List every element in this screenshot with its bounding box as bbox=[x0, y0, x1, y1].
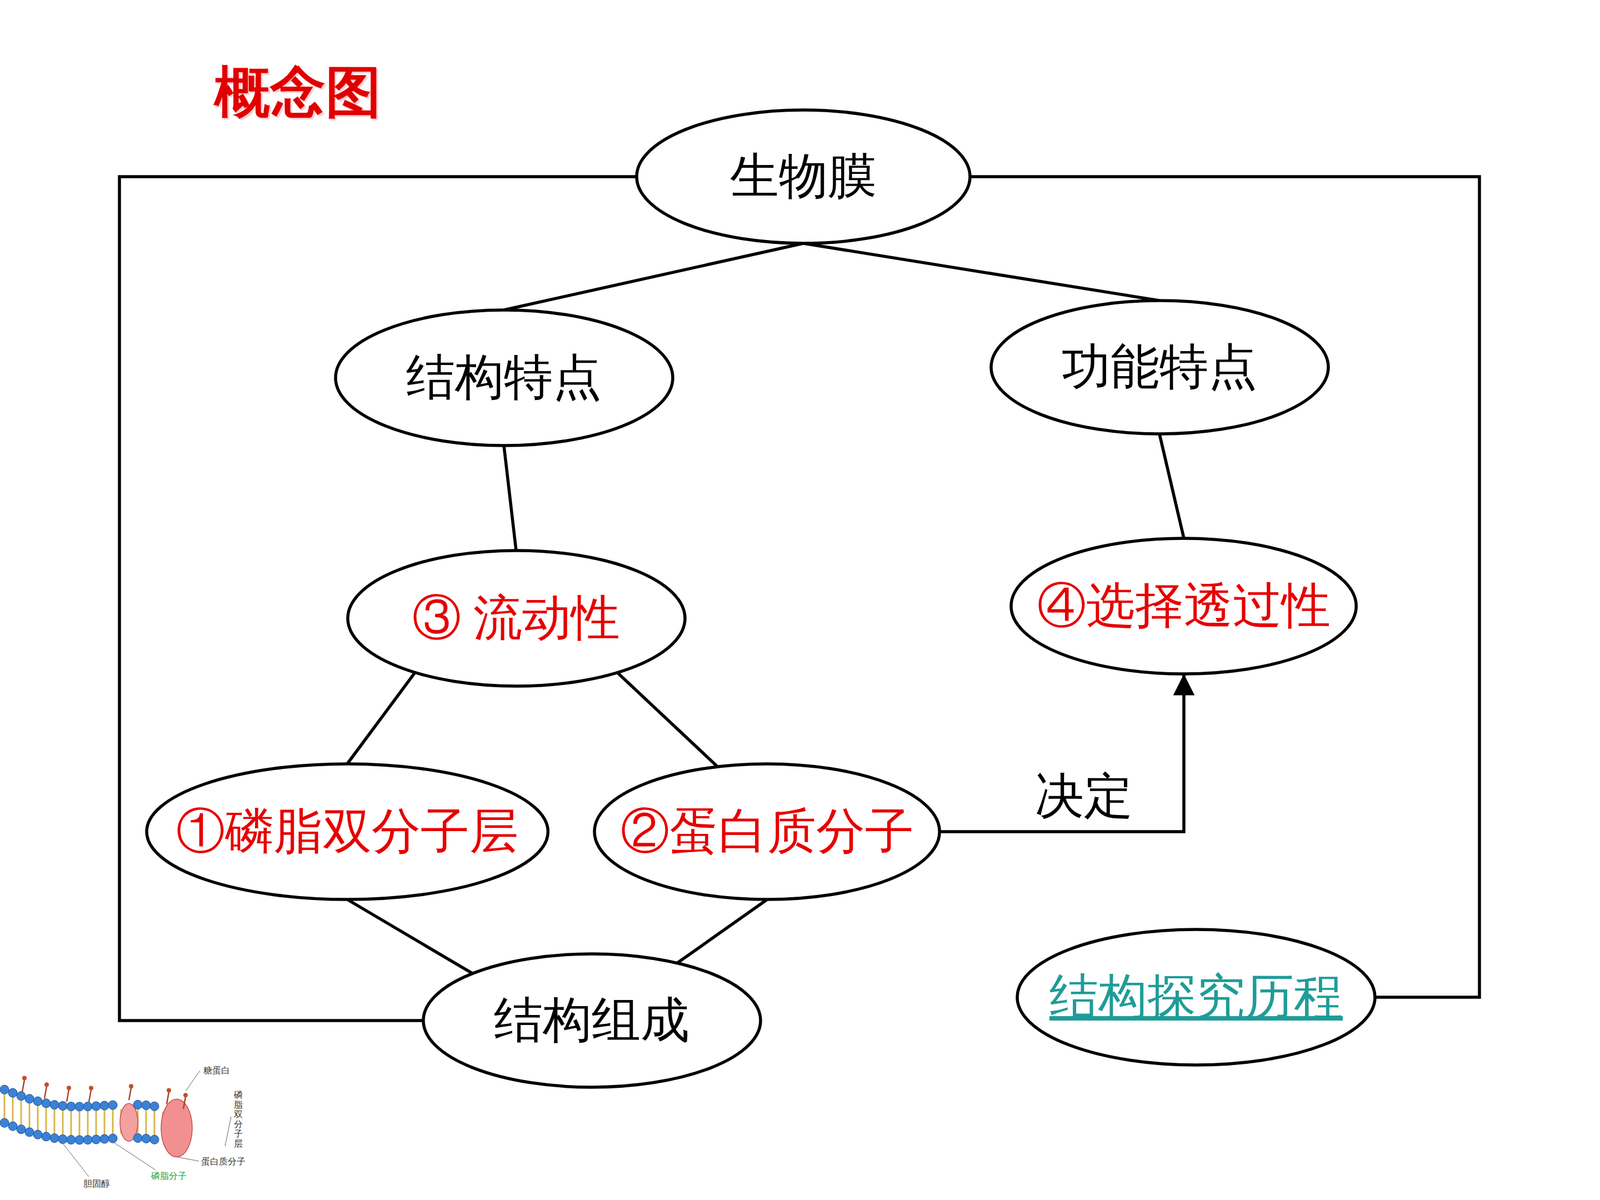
connector bbox=[940, 673, 1184, 832]
node-text: ①磷脂双分子层 bbox=[176, 805, 519, 859]
concept-ellipse: ③ 流动性 bbox=[346, 548, 687, 688]
connector bbox=[970, 176, 1480, 998]
node-text: 生物膜 bbox=[730, 150, 877, 204]
part-label: 磷脂分子 bbox=[151, 1171, 187, 1182]
concept-ellipse: 结构特点 bbox=[333, 308, 675, 448]
connector bbox=[803, 243, 1160, 301]
node-text: ④选择透过性 bbox=[1037, 579, 1331, 634]
edge-label: 决定 bbox=[1035, 770, 1133, 824]
node-text: ③ 流动性 bbox=[412, 591, 620, 646]
node-text: ②蛋白质分子 bbox=[620, 805, 914, 859]
concept-ellipse: 功能特点 bbox=[989, 298, 1330, 436]
page-title: 概念图 bbox=[214, 62, 382, 124]
part-label: 胆固醇 bbox=[83, 1178, 110, 1189]
connector bbox=[677, 899, 768, 964]
concept-ellipse: 结构组成 bbox=[421, 952, 763, 1089]
connector bbox=[503, 243, 804, 310]
concept-ellipse: 结构探究历程 bbox=[1015, 927, 1377, 1067]
connector bbox=[1159, 433, 1184, 539]
node-text: 结构组成 bbox=[493, 993, 690, 1048]
membrane-figure bbox=[0, 1070, 232, 1177]
concept-ellipse: ②蛋白质分子 bbox=[592, 762, 942, 902]
connector bbox=[617, 672, 718, 768]
node-text: 功能特点 bbox=[1061, 340, 1258, 395]
connector bbox=[503, 445, 517, 551]
concept-ellipse: ①磷脂双分子层 bbox=[145, 762, 550, 902]
connector bbox=[347, 899, 473, 974]
node-text: 结构探究历程 bbox=[1049, 970, 1343, 1025]
concept-ellipse: ④选择透过性 bbox=[1009, 536, 1358, 676]
part-label: 蛋白质分子 bbox=[201, 1156, 246, 1167]
part-label: 糖蛋白 bbox=[203, 1065, 230, 1076]
connector bbox=[347, 672, 415, 764]
node-text: 结构特点 bbox=[406, 351, 602, 405]
concept-ellipse: 生物膜 bbox=[635, 108, 972, 245]
part-label: 磷脂双分子层 bbox=[233, 1090, 243, 1149]
